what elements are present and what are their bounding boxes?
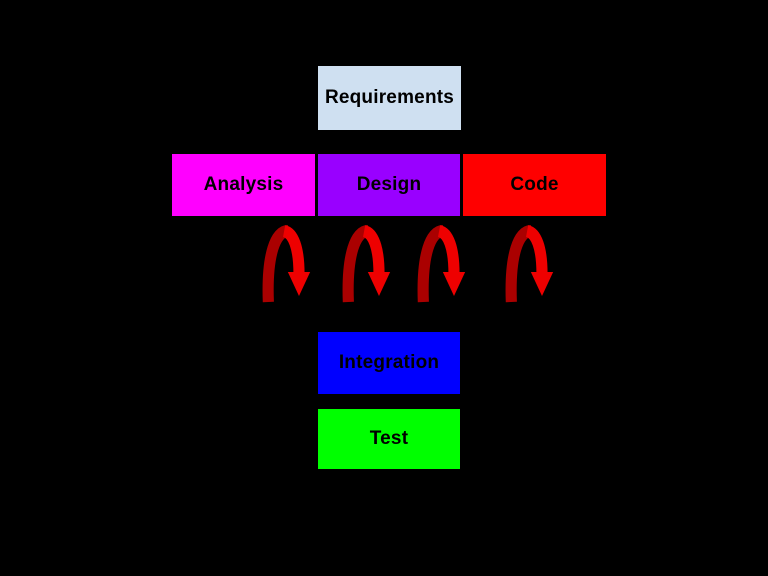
- loop-arrow-icon: [342, 225, 391, 303]
- test-box: Test: [316, 407, 462, 471]
- test-label: Test: [369, 428, 409, 449]
- code-label: Code: [510, 174, 559, 195]
- design-box: Design: [316, 152, 462, 218]
- requirements-box: Requirements: [316, 64, 463, 132]
- requirements-label: Requirements: [324, 87, 455, 108]
- integration-box: Integration: [316, 330, 462, 396]
- integration-label: Integration: [338, 352, 440, 373]
- code-box: Code: [461, 152, 608, 218]
- loop-arrow-icon: [417, 225, 466, 303]
- loop-arrow-icon: [505, 225, 554, 303]
- analysis-box: Analysis: [170, 152, 317, 218]
- loop-arrow-icon: [262, 225, 311, 303]
- analysis-label: Analysis: [203, 174, 284, 195]
- design-label: Design: [356, 174, 422, 195]
